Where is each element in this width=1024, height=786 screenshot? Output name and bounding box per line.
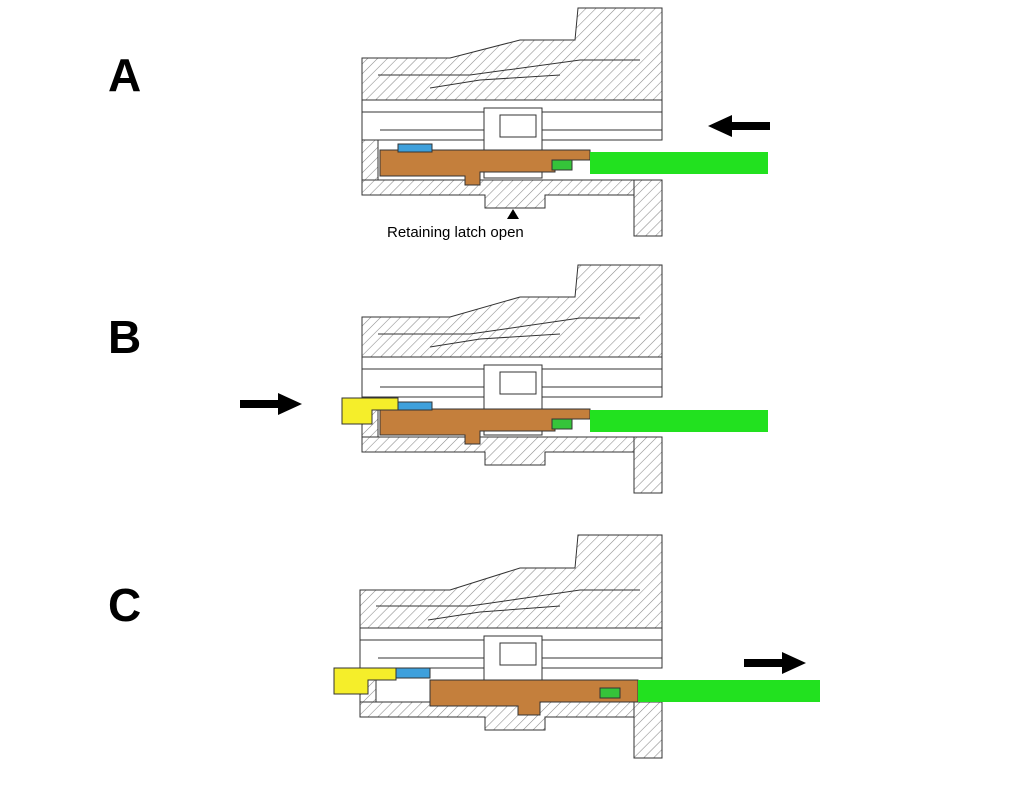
wire bbox=[590, 152, 768, 174]
latch-caption: Retaining latch open bbox=[387, 224, 524, 241]
panel-label: A bbox=[108, 49, 142, 101]
seal bbox=[395, 667, 431, 679]
connector-cross-section bbox=[333, 534, 820, 759]
direction-arrow-right bbox=[240, 393, 302, 415]
wire bbox=[638, 680, 820, 702]
crimp bbox=[551, 418, 573, 430]
housing bbox=[361, 7, 663, 237]
extraction-tool bbox=[333, 667, 397, 695]
direction-arrow-left bbox=[708, 115, 770, 137]
contact-assembly bbox=[379, 143, 768, 186]
extraction-tool bbox=[341, 397, 399, 425]
panel-a: A bbox=[0, 0, 1024, 256]
seal bbox=[397, 401, 433, 411]
contact-assembly bbox=[379, 401, 768, 445]
panel-label: C bbox=[108, 579, 142, 631]
seal bbox=[397, 143, 433, 153]
contact-assembly bbox=[395, 667, 820, 716]
panel-b: B bbox=[0, 262, 1024, 518]
housing bbox=[359, 534, 663, 759]
panel-c: C bbox=[0, 530, 1024, 786]
connector-cross-section bbox=[240, 264, 768, 494]
crimp bbox=[551, 159, 573, 171]
panel-label: B bbox=[108, 311, 142, 363]
latch-pointer-icon bbox=[507, 209, 519, 219]
crimp bbox=[599, 687, 621, 699]
connector-cross-section bbox=[361, 7, 770, 237]
housing bbox=[361, 264, 663, 494]
direction-arrow-right bbox=[744, 652, 806, 674]
wire bbox=[590, 410, 768, 432]
